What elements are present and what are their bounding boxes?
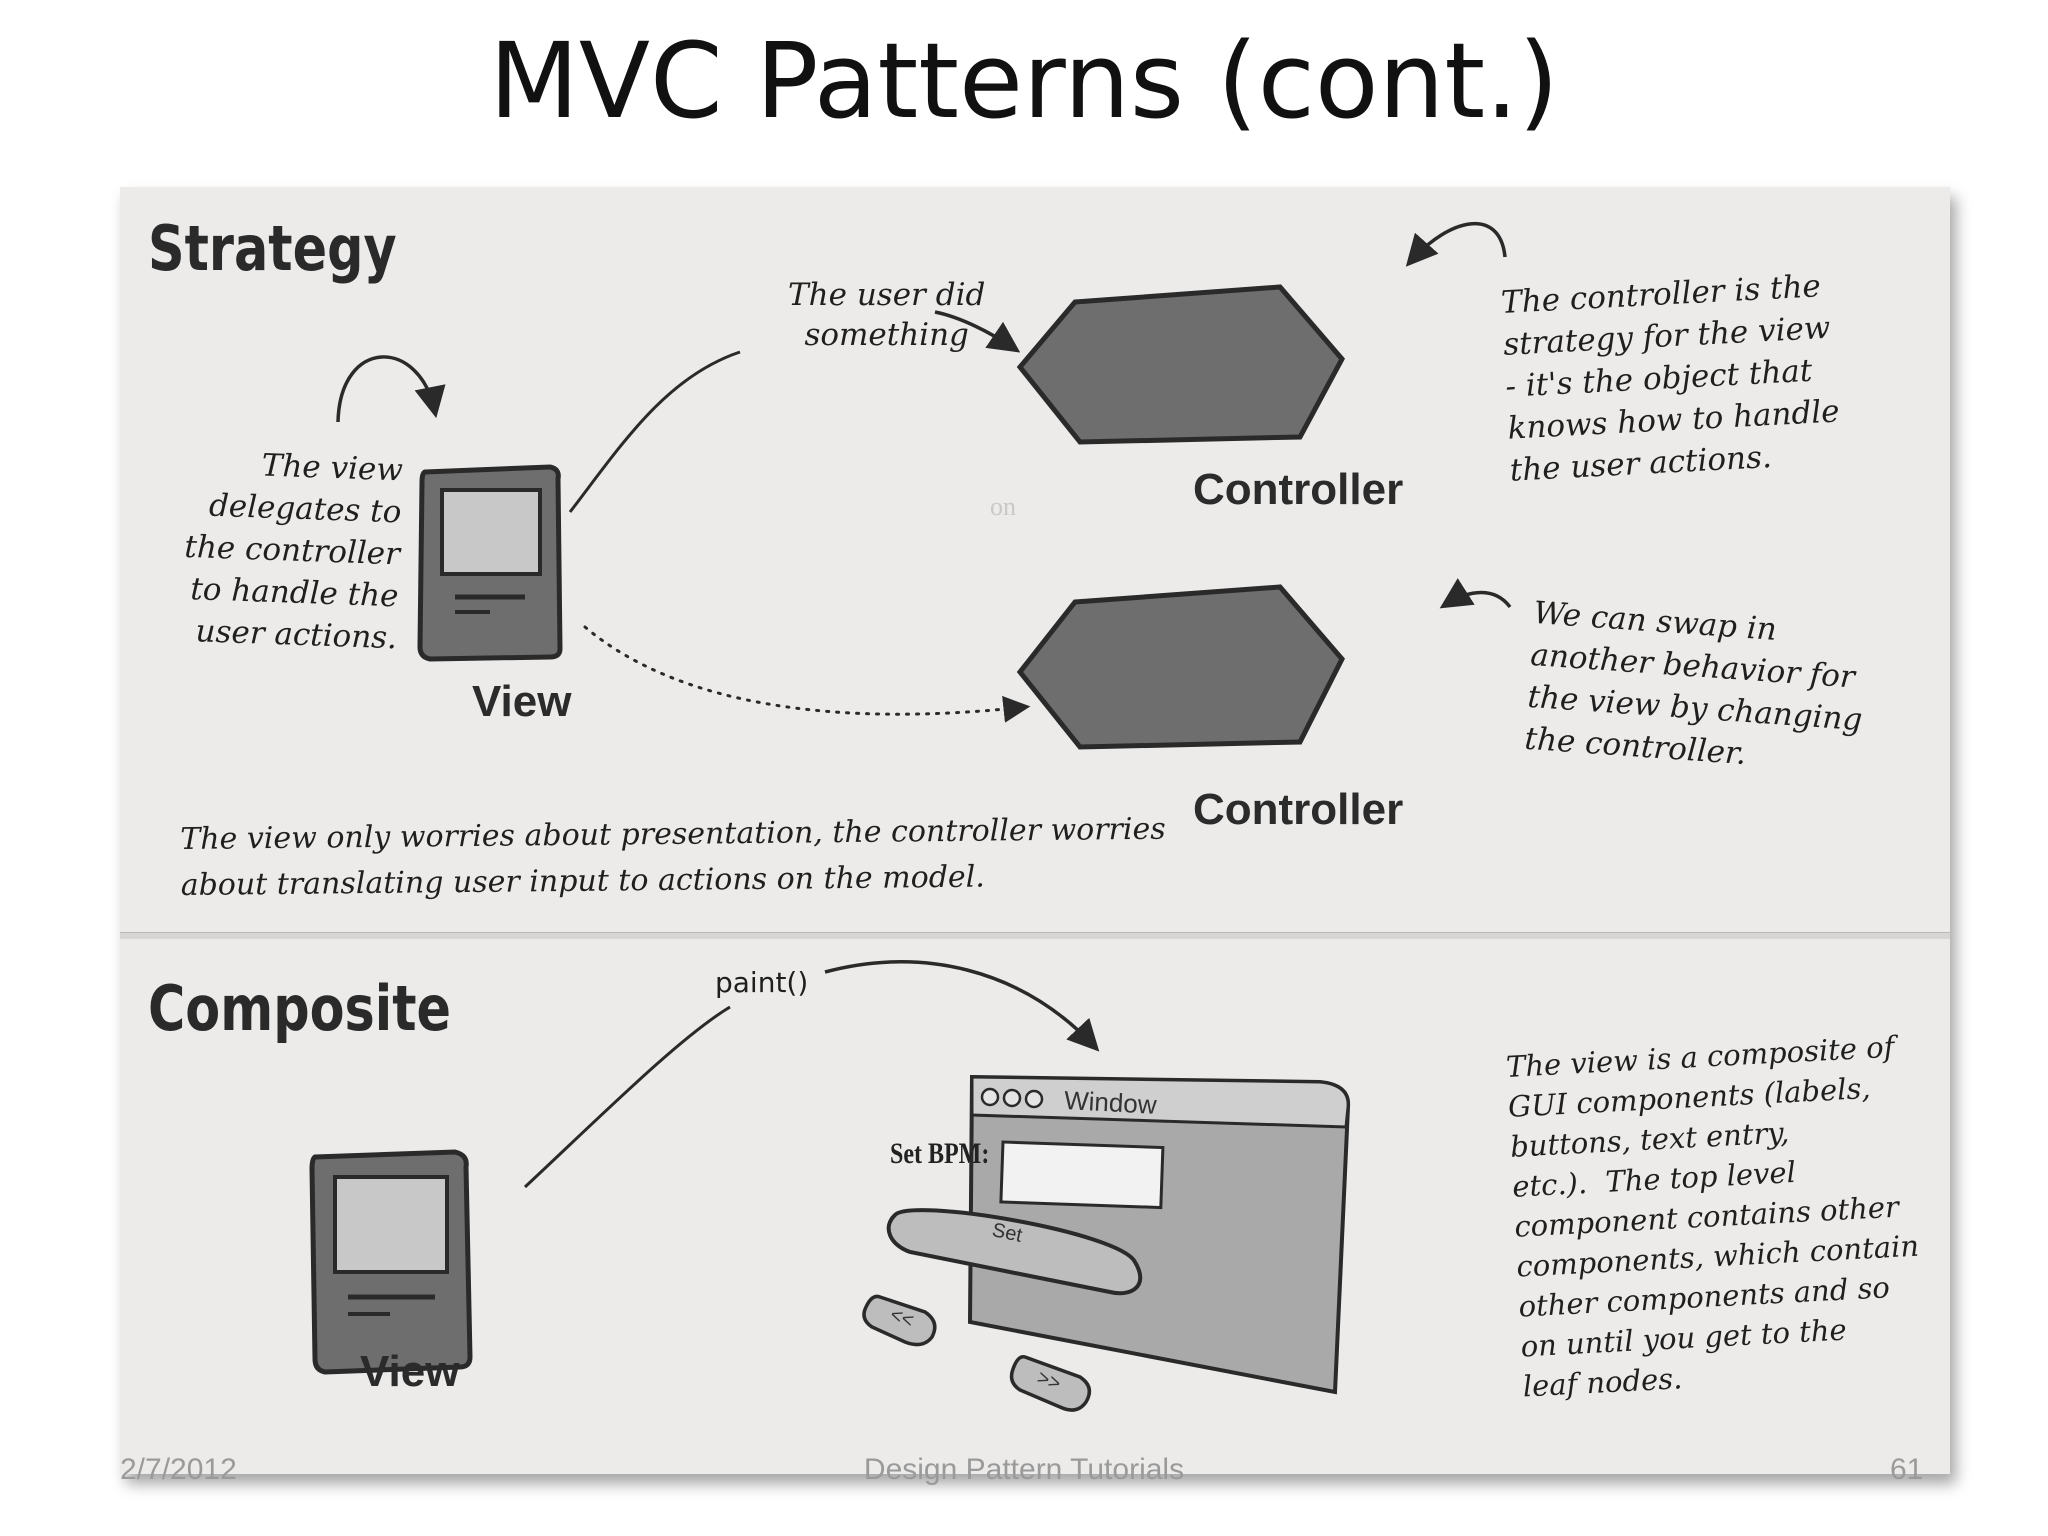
gui-window-icon — [862, 1074, 1351, 1412]
panel-divider — [120, 932, 1950, 939]
strategy-title: Strategy — [148, 212, 397, 285]
composite-note: The view is a composite of GUI component… — [1505, 1029, 1920, 1404]
set-bpm-label: Set BPM: — [890, 1137, 990, 1170]
swap-behavior-note: We can swap in another behavior for the … — [1523, 594, 1864, 773]
controller-note-arrow — [1405, 221, 1507, 267]
footer-title: Design Pattern Tutorials — [863, 1453, 1185, 1486]
controller-label-top: Controller — [1193, 465, 1404, 514]
user-did-note: The user did something — [788, 277, 986, 353]
view-label: View — [472, 677, 572, 726]
controller-strategy-note: The controller is the strategy for the v… — [1500, 268, 1841, 489]
paint-arc — [523, 1005, 731, 1189]
user-did-arrow — [934, 310, 1021, 353]
controller-hexagon-icon — [1016, 284, 1346, 445]
composite-view-label: View — [360, 1347, 460, 1396]
footer-page-number: 61 — [1890, 1453, 1924, 1486]
composite-view-monitor-icon — [309, 1149, 473, 1375]
view-to-user-arc — [568, 350, 741, 513]
controller-hexagon-icon — [1016, 584, 1345, 750]
view-monitor-icon — [417, 464, 563, 662]
bleed-through-text: on — [990, 492, 1016, 521]
slide-title: MVC Patterns (cont.) — [489, 20, 1559, 142]
loop-arrow — [336, 355, 446, 423]
dotted-swap-arrow — [583, 625, 1031, 723]
book-scan: on — [120, 187, 1950, 1474]
paint-label: paint() — [715, 966, 809, 999]
composite-title: Composite — [148, 972, 452, 1045]
footer-date: 2/7/2012 — [120, 1453, 237, 1486]
view-delegates-note: The view delegates to the controller to … — [183, 447, 404, 657]
paint-arrow — [824, 960, 1100, 1052]
diagram-drawing — [309, 221, 1512, 1412]
presentation-note: The view only worries about presentation… — [180, 811, 1166, 903]
swap-arrow — [1439, 578, 1512, 609]
window-title: Window — [1063, 1085, 1158, 1120]
controller-label-bottom: Controller — [1193, 785, 1404, 834]
